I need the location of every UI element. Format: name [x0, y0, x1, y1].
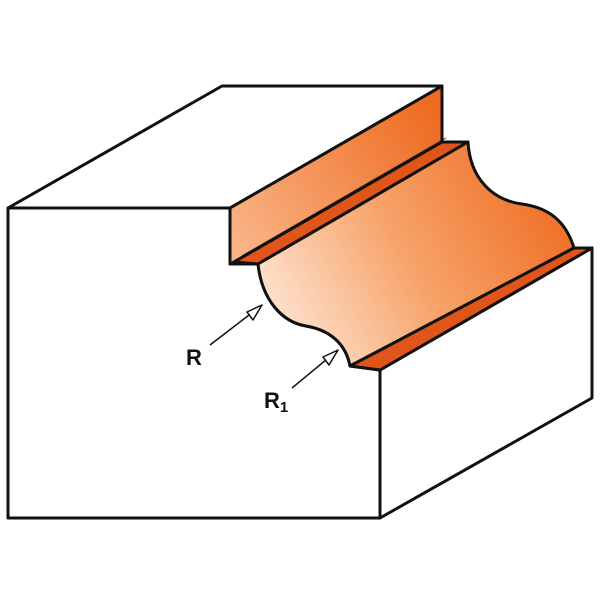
profile-bottom-shoulder	[348, 246, 594, 372]
label-r: R	[186, 345, 202, 370]
arrow-icon	[322, 349, 339, 366]
label-r1-sub: 1	[280, 399, 288, 416]
label-r1: R1	[264, 388, 288, 416]
radius-r-leader	[209, 304, 263, 346]
label-r-main: R	[186, 345, 202, 370]
profile-ridge-line	[241, 137, 447, 257]
radius-r1-leader	[291, 349, 339, 389]
label-r1-main: R	[264, 388, 280, 413]
arrow-icon	[246, 304, 263, 321]
